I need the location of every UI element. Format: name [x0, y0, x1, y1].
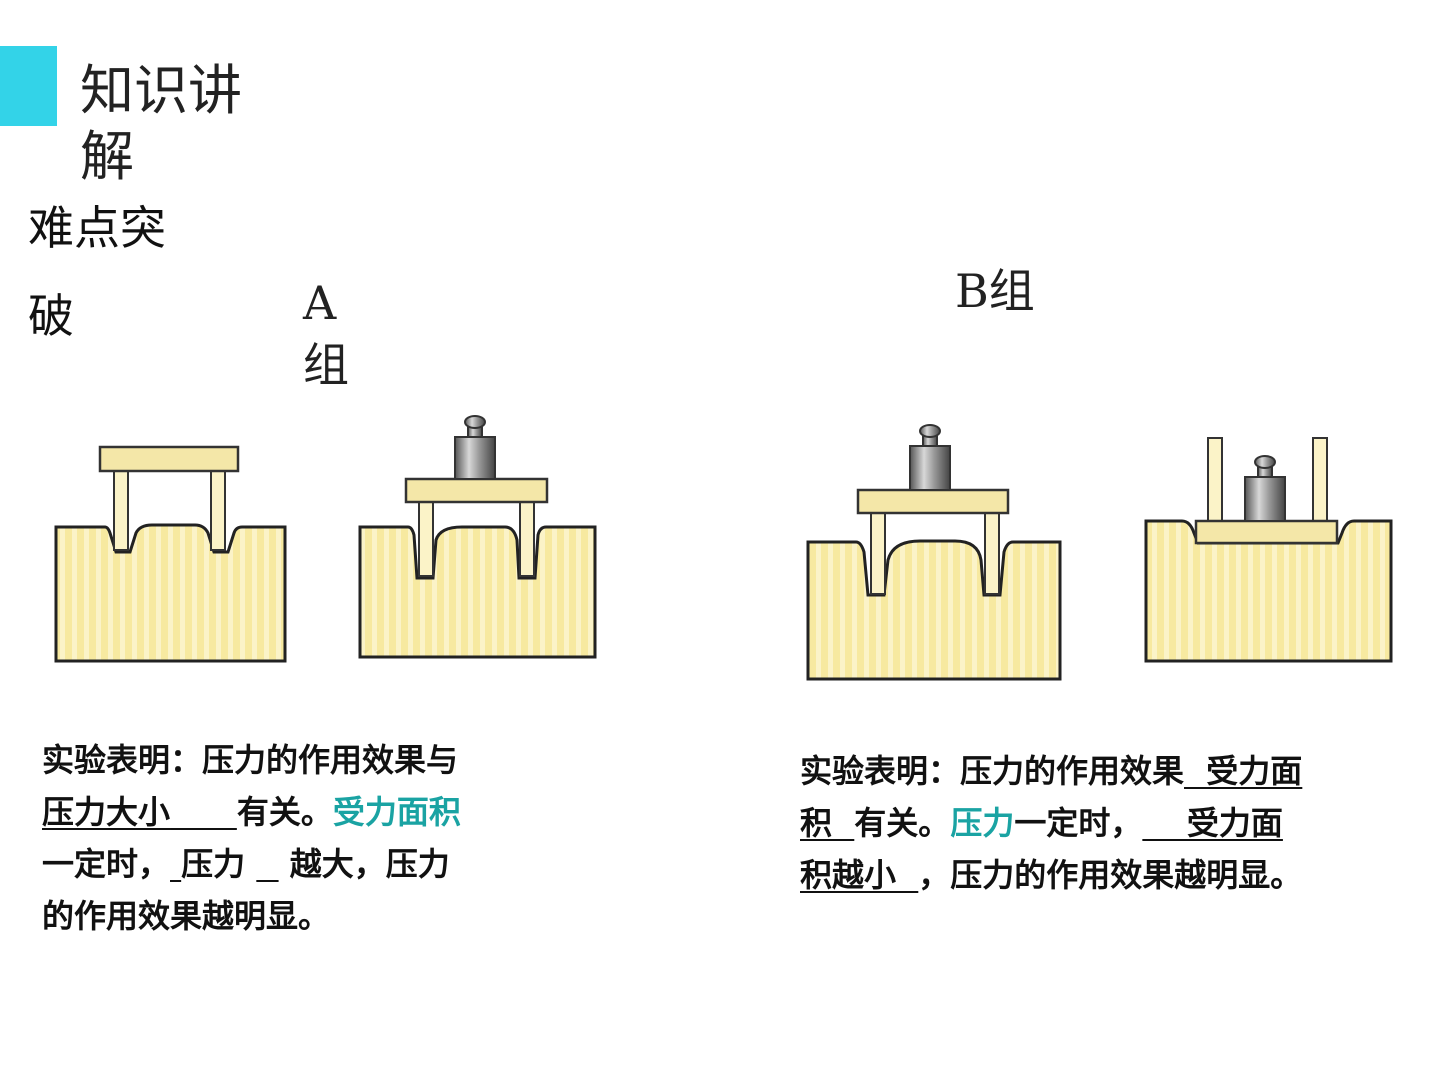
- conclusion-a-line4: 的作用效果越明显。: [42, 897, 331, 935]
- sponge-a2: [358, 525, 597, 659]
- highlight-contact-area: 受力面积: [332, 793, 461, 831]
- answer-contact-area: 受力面: [1184, 752, 1303, 790]
- conclusion-b-line3: 积越小 ，压力的作用效果越明显。: [800, 856, 1303, 894]
- group-a-label: A组: [303, 276, 349, 392]
- conclusion-a-line3: 一定时， 压力 越大，压力: [42, 845, 450, 883]
- sponge-b1: [806, 539, 1062, 681]
- group-b-label: B组: [955, 264, 1035, 318]
- stool-a2: [404, 477, 549, 577]
- conclusion-b: 实验表明：压力的作用效果 受力面 积 有关。压力一定时， 受力面 积越小 ，压力…: [800, 745, 1400, 901]
- stool-b2-inverted: [1194, 437, 1339, 545]
- highlight-pressure: 压力: [950, 804, 1015, 842]
- conclusion-a: 实验表明：压力的作用效果与 压力大小 有关。受力面积 一定时， 压力 越大，压力…: [42, 734, 542, 942]
- answer-pressure-magnitude: 压力大小: [42, 793, 171, 831]
- weight-b1: [909, 424, 951, 491]
- weight-a2: [454, 415, 496, 480]
- page-subtitle: 难点突破: [28, 201, 166, 343]
- page-title: 知识讲解: [80, 59, 242, 188]
- stool-a1: [98, 445, 240, 551]
- answer-pressure: 压力: [181, 845, 246, 883]
- stool-b1: [856, 488, 1010, 595]
- conclusion-a-line2: 压力大小 有关。受力面积: [42, 793, 461, 831]
- conclusion-a-line1: 实验表明：压力的作用效果与: [42, 741, 459, 779]
- conclusion-b-line2: 积 有关。压力一定时， 受力面: [800, 804, 1283, 842]
- accent-bar: [0, 46, 57, 126]
- sponge-a1: [54, 523, 287, 663]
- weight-b2: [1244, 455, 1286, 522]
- conclusion-b-line1: 实验表明：压力的作用效果 受力面: [800, 752, 1303, 790]
- sponge-b2: [1144, 519, 1393, 663]
- answer-contact-area-smaller: 受力面: [1142, 804, 1283, 842]
